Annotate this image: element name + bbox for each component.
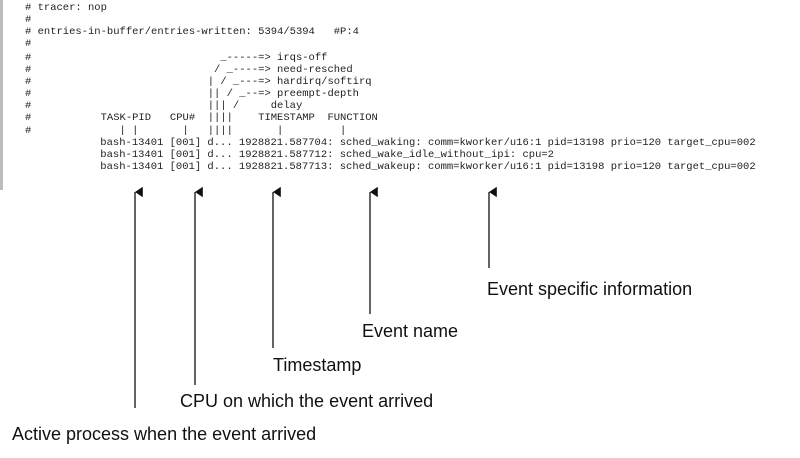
comment-blank-2: # (25, 38, 32, 50)
label-timestamp: Timestamp (273, 355, 362, 375)
entries-line: # entries-in-buffer/entries-written: 539… (25, 26, 359, 38)
label-cpu: CPU on which the event arrived (180, 391, 434, 411)
legend-delay: # ||| / delay (25, 100, 303, 112)
label-event-specific-info: Event specific information (487, 279, 693, 299)
trace-row-2: bash-13401 [001] d... 1928821.587712: sc… (31, 149, 554, 161)
tracer-line: # tracer: nop (25, 2, 107, 14)
column-header-line: # TASK-PID CPU# |||| TIMESTAMP FUNCTION (25, 112, 378, 124)
trace-row-1: bash-13401 [001] d... 1928821.587704: sc… (31, 137, 756, 149)
comment-blank-1: # (25, 14, 32, 26)
column-bars-line: # | | | |||| | | (25, 125, 347, 137)
legend-hardirq: # | / _---=> hardirq/softirq (25, 76, 372, 88)
terminal-output: # tracer: nop # # entries-in-buffer/entr… (0, 0, 800, 190)
legend-need-resched: # / _----=> need-resched (25, 64, 353, 76)
legend-irqs-off: # _-----=> irqs-off (25, 52, 328, 64)
label-event-name: Event name (362, 321, 459, 341)
trace-row-3: bash-13401 [001] d... 1928821.587713: sc… (31, 161, 756, 173)
label-active-process: Active process when the event arrived (12, 424, 317, 444)
legend-preempt-depth: # || / _--=> preempt-depth (25, 88, 359, 100)
